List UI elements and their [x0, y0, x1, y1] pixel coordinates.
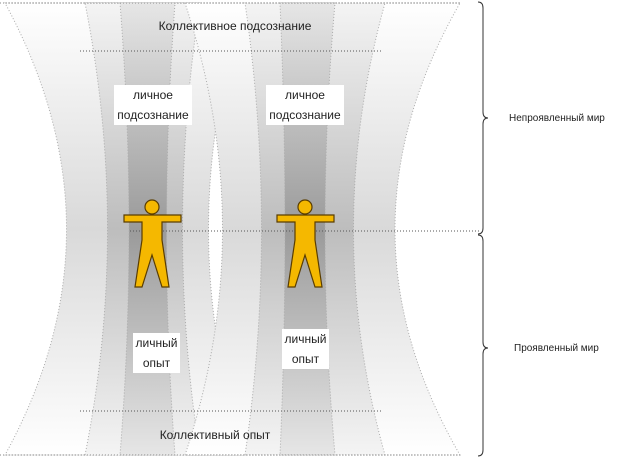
right-personal-experience-label: личный опыт	[282, 329, 329, 369]
label-line: личный	[135, 336, 178, 350]
upper-brace-icon	[477, 1, 489, 235]
unmanifested-world-label: Непроявленный мир	[509, 113, 605, 124]
right-hourglass	[184, 2, 461, 456]
label-line: личный	[284, 332, 327, 346]
left-personal-experience-label: личный опыт	[133, 333, 180, 373]
left-person-icon	[123, 199, 182, 288]
collective-experience-label: Коллективный опыт	[159, 428, 271, 442]
label-line: подсознание	[269, 108, 341, 122]
right-person-icon	[276, 199, 335, 288]
right-personal-subconscious-label: личное подсознание	[266, 85, 344, 125]
collective-subconscious-label: Коллективное подсознание	[158, 19, 312, 33]
manifested-world-label: Проявленный мир	[514, 343, 599, 354]
label-line: личное	[285, 88, 325, 102]
label-line: опыт	[142, 356, 171, 370]
label-line: опыт	[291, 352, 320, 366]
label-line: подсознание	[117, 108, 189, 122]
label-line: личное	[133, 88, 173, 102]
left-personal-subconscious-label: личное подсознание	[114, 85, 192, 125]
lower-brace-icon	[477, 234, 489, 457]
